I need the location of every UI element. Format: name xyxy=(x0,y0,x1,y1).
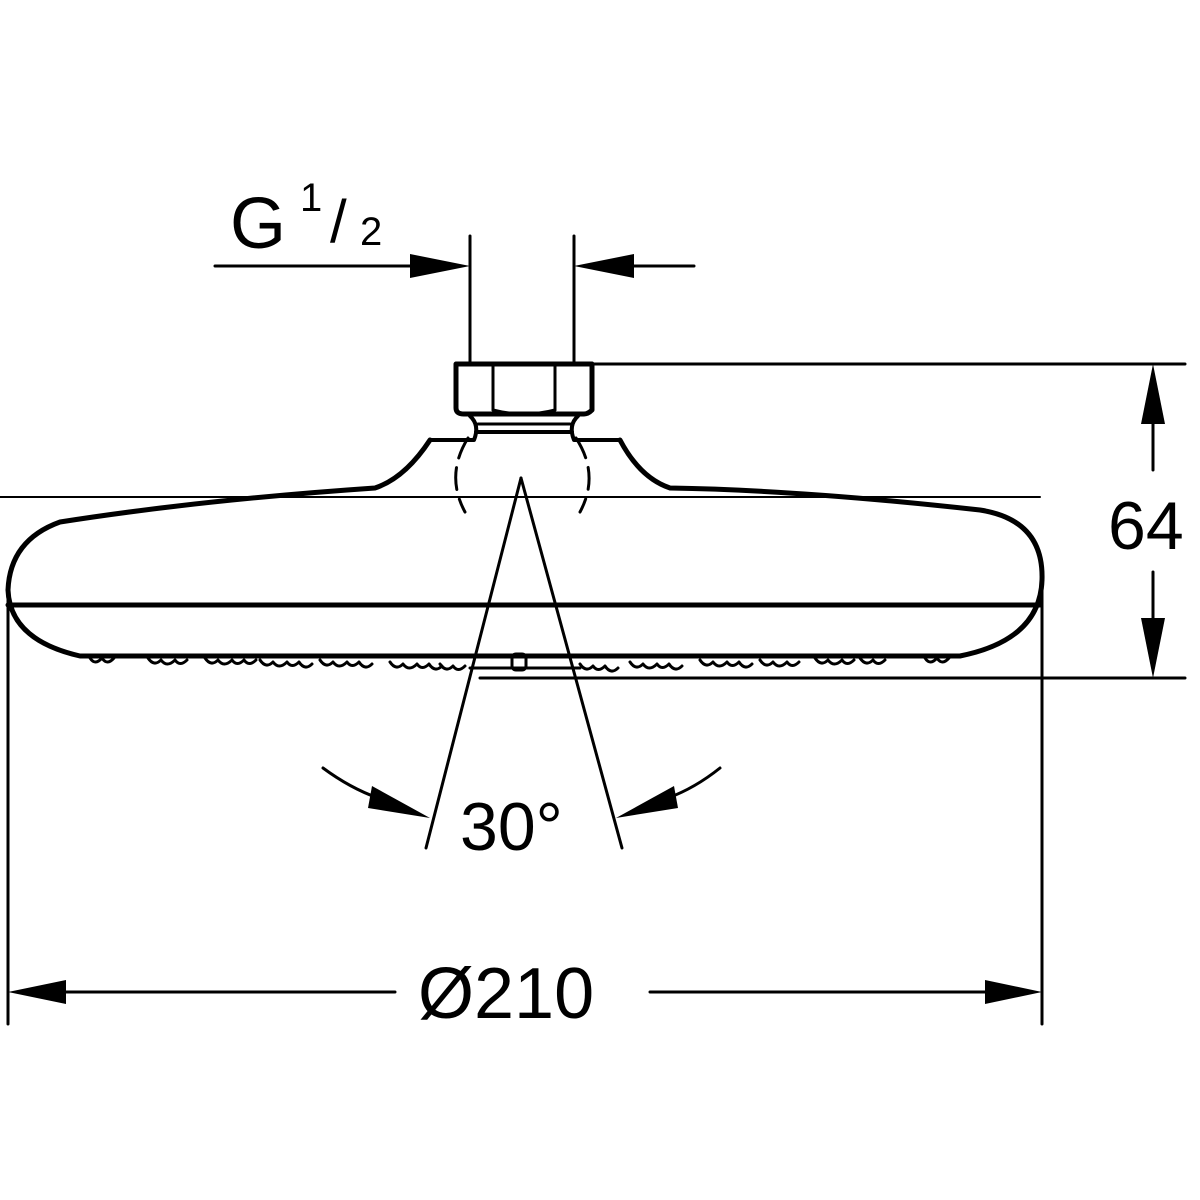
nozzle-row xyxy=(88,652,951,673)
swivel-ball-dashed xyxy=(454,436,591,514)
diameter-dimension-label: Ø210 xyxy=(410,958,603,1030)
thread-label-slash: / xyxy=(330,188,347,255)
diameter-dimension-lines xyxy=(6,588,1044,1026)
height-dimension-lines xyxy=(478,362,1187,680)
thread-label-denominator: 2 xyxy=(360,210,383,254)
shower-body xyxy=(0,437,1045,659)
height-dimension-label: 64 xyxy=(1108,488,1184,564)
thread-label-numerator: 1 xyxy=(300,176,323,220)
spray-angle-lines xyxy=(321,476,722,850)
thread-dimension-lines xyxy=(213,234,696,364)
thread-label-prefix: G xyxy=(230,184,287,264)
spray-angle-label: 30° xyxy=(460,789,563,865)
hex-nut xyxy=(428,361,622,442)
